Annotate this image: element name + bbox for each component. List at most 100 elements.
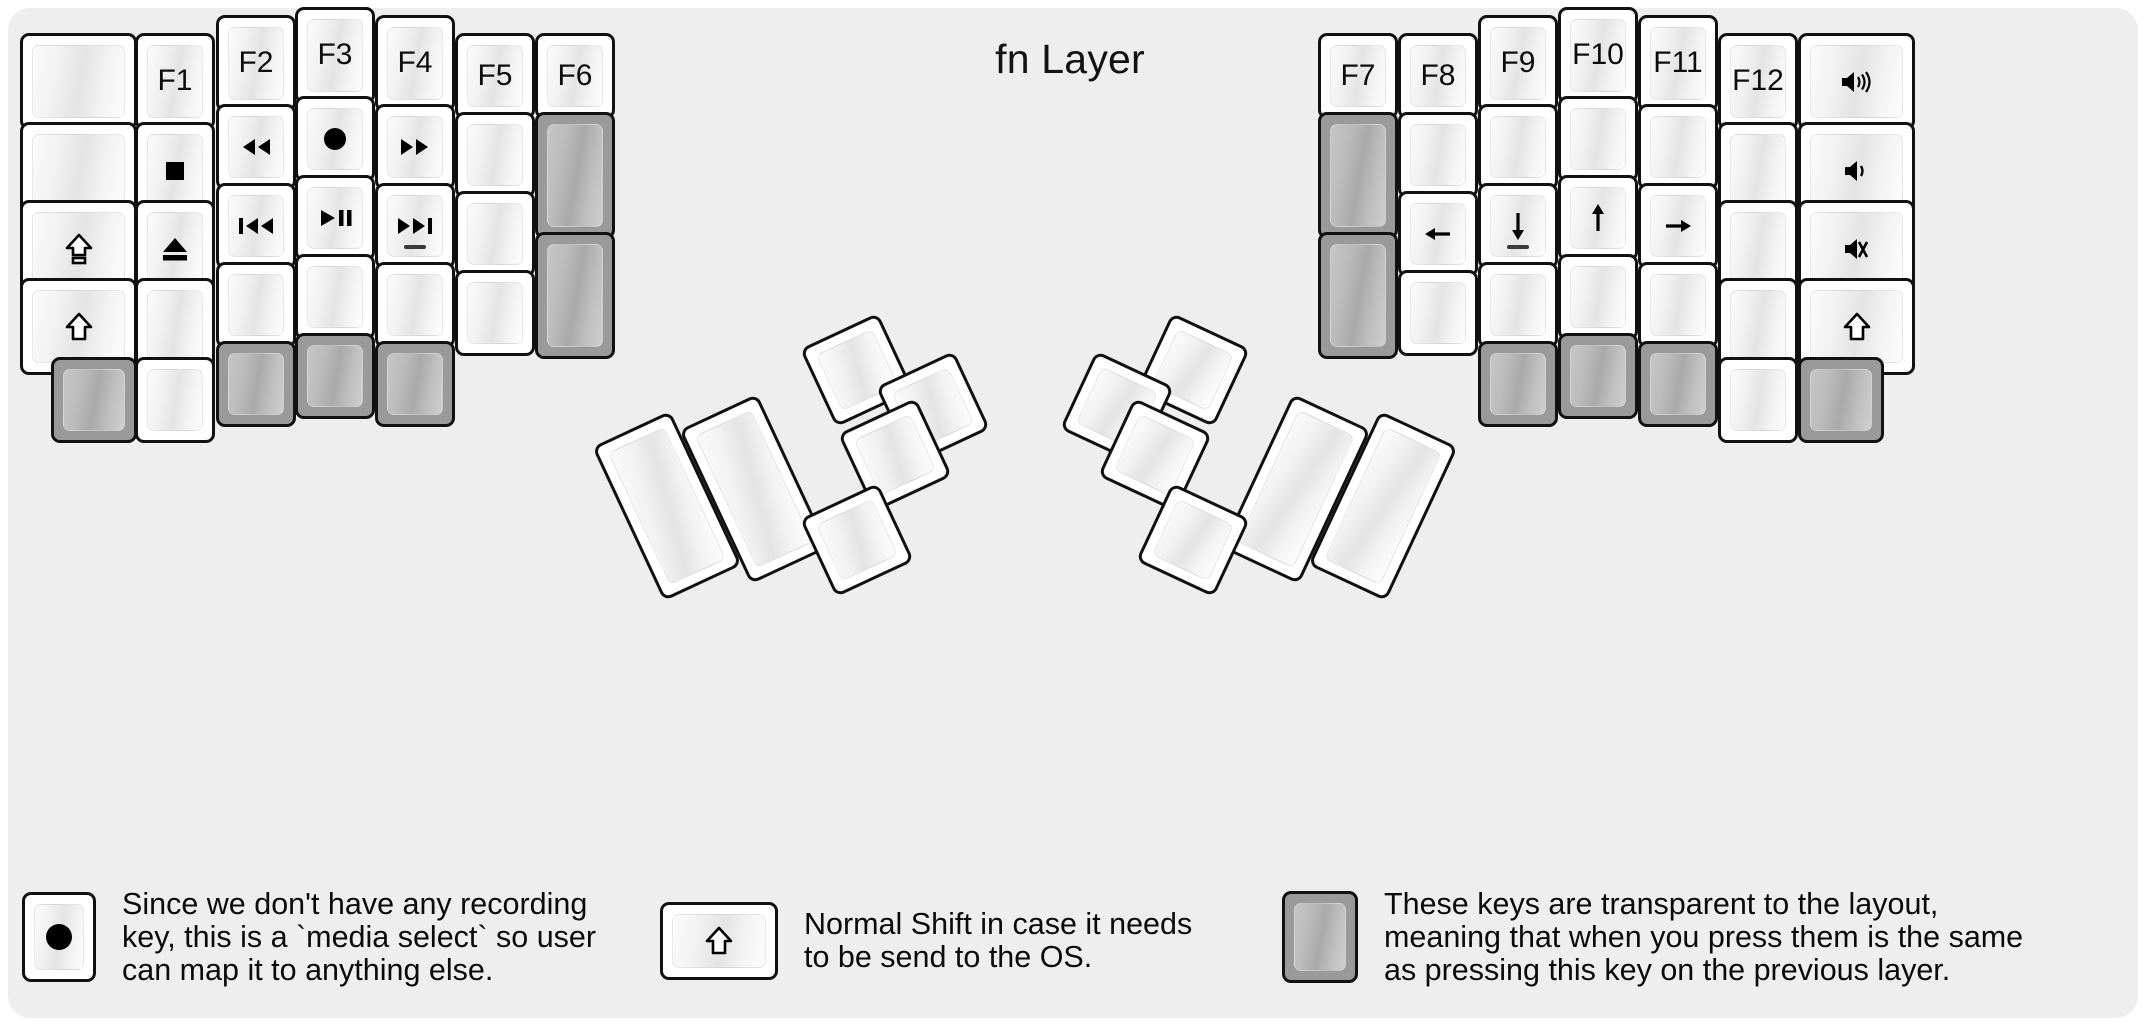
keycap-face <box>228 116 284 178</box>
key-arrow-left[interactable] <box>1398 191 1478 277</box>
key-arrow-up[interactable] <box>1558 175 1638 261</box>
key-trans-tall-4[interactable] <box>1318 232 1398 359</box>
key-blank-r2c9[interactable] <box>1478 104 1558 190</box>
key-f9[interactable]: F9 <box>1478 15 1558 112</box>
key-trans-r5c11[interactable] <box>1638 341 1718 427</box>
keycap-face <box>147 290 203 363</box>
key-trans-r5c9[interactable] <box>1478 341 1558 427</box>
keycap-face <box>307 108 363 170</box>
homerow-indicator <box>404 245 426 249</box>
key-blank-r2c5[interactable] <box>455 112 535 198</box>
key-blank-r4c9[interactable] <box>1478 262 1558 348</box>
key-blank-r4c10[interactable] <box>1558 254 1638 340</box>
key-f1[interactable]: F1 <box>135 33 215 130</box>
page-title: fn Layer <box>995 36 1145 82</box>
key-arrow-right[interactable] <box>1638 183 1718 269</box>
legend-text: Normal Shift in case it needs to be send… <box>804 907 1193 974</box>
legend-media-select: Since we don't have any recording key, t… <box>22 888 596 987</box>
keycap-face <box>1650 195 1706 257</box>
keycap-face <box>1330 244 1386 347</box>
key-trans-r5c3[interactable] <box>295 333 375 419</box>
key-trans-tall-1[interactable] <box>535 112 615 239</box>
key-f8[interactable]: F8 <box>1398 33 1478 119</box>
keycap-face <box>467 203 523 265</box>
legend-key-record <box>22 892 96 983</box>
keycap-face <box>1730 369 1786 431</box>
key-f4[interactable]: F4 <box>375 15 455 112</box>
key-f12[interactable]: F12 <box>1718 33 1798 130</box>
key-trans-r5c4[interactable] <box>375 341 455 427</box>
key-blank-r4c2[interactable] <box>216 262 296 348</box>
key-blank-r1c0[interactable] <box>20 33 137 130</box>
key-trans-tall-2[interactable] <box>535 232 615 359</box>
key-blank-r4c3[interactable] <box>295 254 375 340</box>
key-label: F10 <box>1572 38 1624 72</box>
key-f5[interactable]: F5 <box>455 33 535 119</box>
key-prev-track[interactable] <box>216 183 296 269</box>
key-arrow-down[interactable] <box>1478 183 1558 269</box>
media-record-icon <box>43 921 75 953</box>
key-volume-up[interactable] <box>1798 33 1915 130</box>
arrow-up-icon <box>1585 201 1611 235</box>
key-record[interactable] <box>295 96 375 182</box>
key-blank-r4c5[interactable] <box>455 270 535 356</box>
volume-down-icon <box>1842 157 1872 185</box>
keycap-face: F7 <box>1330 45 1386 107</box>
key-label: F1 <box>157 64 193 98</box>
key-f10[interactable]: F10 <box>1558 7 1638 104</box>
key-shift-left[interactable] <box>20 278 137 375</box>
key-label: F4 <box>397 46 433 80</box>
keycap-face <box>1570 345 1626 407</box>
keycap-face <box>1490 274 1546 336</box>
shift-icon <box>64 311 94 343</box>
key-f2[interactable]: F2 <box>216 15 296 112</box>
key-trans-bottom-left[interactable] <box>51 357 137 443</box>
key-blank-r3c5[interactable] <box>455 191 535 277</box>
media-play-pause-icon <box>316 207 354 229</box>
volume-up-icon <box>1839 68 1875 96</box>
keycap-face <box>63 369 125 431</box>
keycap-face: F3 <box>307 19 363 92</box>
key-trans-r5c10[interactable] <box>1558 333 1638 419</box>
key-blank-r4c4[interactable] <box>375 262 455 348</box>
key-f3[interactable]: F3 <box>295 7 375 104</box>
key-trans-tall-3[interactable] <box>1318 112 1398 239</box>
media-fast-forward-icon <box>396 136 434 158</box>
keycap-face <box>1151 498 1235 582</box>
keycap-face <box>1570 266 1626 328</box>
key-next-track[interactable] <box>375 183 455 269</box>
keycap-face <box>1730 212 1786 285</box>
keycap-face <box>147 369 203 431</box>
keycap-face <box>1490 353 1546 415</box>
key-f11[interactable]: F11 <box>1638 15 1718 112</box>
key-play-pause[interactable] <box>295 175 375 261</box>
key-blank-r4c11[interactable] <box>1638 262 1718 348</box>
keycap-face <box>1730 134 1786 207</box>
key-f6[interactable]: F6 <box>535 33 615 119</box>
keycap-face: F9 <box>1490 27 1546 100</box>
key-label: F2 <box>238 46 274 80</box>
key-label: F8 <box>1420 58 1456 92</box>
media-eject-icon <box>160 235 190 263</box>
key-label: F5 <box>477 58 513 92</box>
key-fast-forward[interactable] <box>375 104 455 190</box>
keycap-face: F2 <box>228 27 284 100</box>
key-trans-bottom-right[interactable] <box>1798 357 1884 443</box>
legend-transparent: These keys are transparent to the layout… <box>1282 888 2023 987</box>
key-blank-r5c12[interactable] <box>1718 357 1798 443</box>
key-blank-r5c1[interactable] <box>135 357 215 443</box>
key-blank-r4c8[interactable] <box>1398 270 1478 356</box>
key-trans-r5c2[interactable] <box>216 341 296 427</box>
keycap-face <box>1570 108 1626 170</box>
arrow-right-icon <box>1661 213 1695 239</box>
keycap-face: F12 <box>1730 45 1786 118</box>
legend-normal-shift: Normal Shift in case it needs to be send… <box>660 902 1192 980</box>
keycap-face <box>32 212 125 285</box>
key-blank-r2c11[interactable] <box>1638 104 1718 190</box>
key-f7[interactable]: F7 <box>1318 33 1398 119</box>
key-rewind[interactable] <box>216 104 296 190</box>
key-blank-r2c8[interactable] <box>1398 112 1478 198</box>
keycap-face <box>1490 116 1546 178</box>
volume-mute-icon <box>1842 235 1872 263</box>
key-blank-r2c10[interactable] <box>1558 96 1638 182</box>
